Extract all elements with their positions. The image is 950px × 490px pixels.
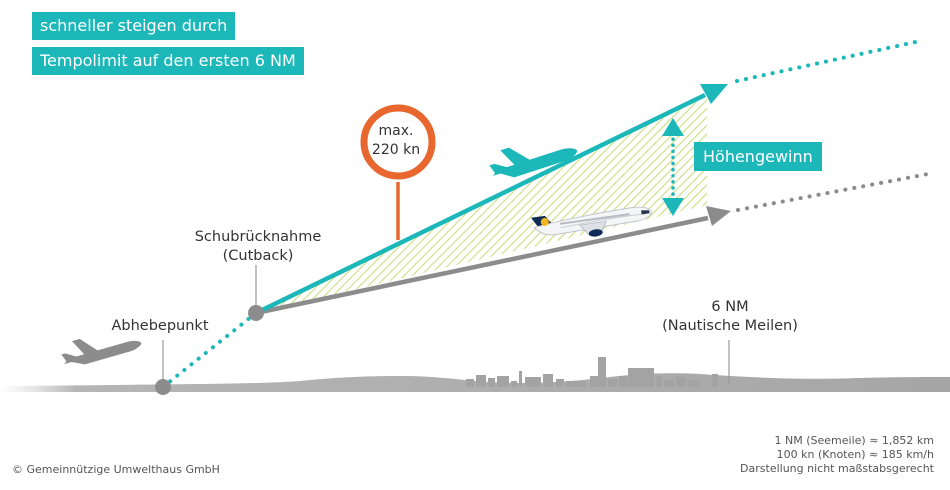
cutback-point — [248, 305, 264, 321]
speed-limit-text: max. 220 kn — [363, 122, 429, 160]
lufthansa-aircraft-image — [531, 206, 652, 237]
liftoff-point — [155, 379, 171, 395]
ground — [0, 373, 950, 392]
takeoff-airplane-icon — [61, 338, 142, 365]
reference-climb-dotted — [736, 172, 930, 212]
steep-climb-dotted — [735, 39, 922, 83]
headline-line-1: schneller steigen durch — [32, 12, 236, 40]
initial-climb-dotted — [161, 311, 258, 389]
speed-limit-line-1: max. — [378, 123, 414, 139]
altitude-gain-arrowhead-down — [662, 198, 684, 216]
altitude-gain-label: Höhengewinn — [694, 142, 822, 171]
altitude-gain-arrowhead-up — [662, 118, 684, 136]
reference-climb-path — [255, 215, 709, 316]
copyright: © Gemeinnützige Umwelthaus GmbH — [12, 463, 220, 476]
cutback-label: Schubrücknahme (Cutback) — [188, 228, 328, 266]
city-skyline — [466, 357, 718, 387]
steep-climb-path — [255, 92, 706, 316]
speed-limit-sign — [360, 104, 436, 180]
distance-label-line-1: 6 NM — [711, 299, 749, 315]
cutback-label-line-2: (Cutback) — [222, 248, 294, 264]
unit-notes: 1 NM (Seemeile) ≈ 1,852 km 100 kn (Knote… — [740, 434, 934, 476]
headline-line-2: Tempolimit auf den ersten 6 NM — [32, 47, 304, 75]
distance-label: 6 NM (Nautische Meilen) — [650, 298, 810, 336]
climbing-airplane-icon — [489, 147, 578, 178]
liftoff-label: Abhebepunkt — [111, 318, 209, 334]
reference-climb-arrowhead — [706, 206, 731, 226]
note-knots: 100 kn (Knoten) ≈ 185 km/h — [776, 448, 934, 461]
steep-climb-arrowhead — [700, 84, 728, 104]
distance-label-line-2: (Nautische Meilen) — [662, 318, 798, 334]
note-not-to-scale: Darstellung nicht maßstabsgerecht — [740, 462, 934, 475]
speed-limit-line-2: 220 kn — [371, 142, 421, 158]
note-nautical-mile: 1 NM (Seemeile) ≈ 1,852 km — [774, 434, 934, 447]
cutback-label-line-1: Schubrücknahme — [194, 229, 322, 245]
